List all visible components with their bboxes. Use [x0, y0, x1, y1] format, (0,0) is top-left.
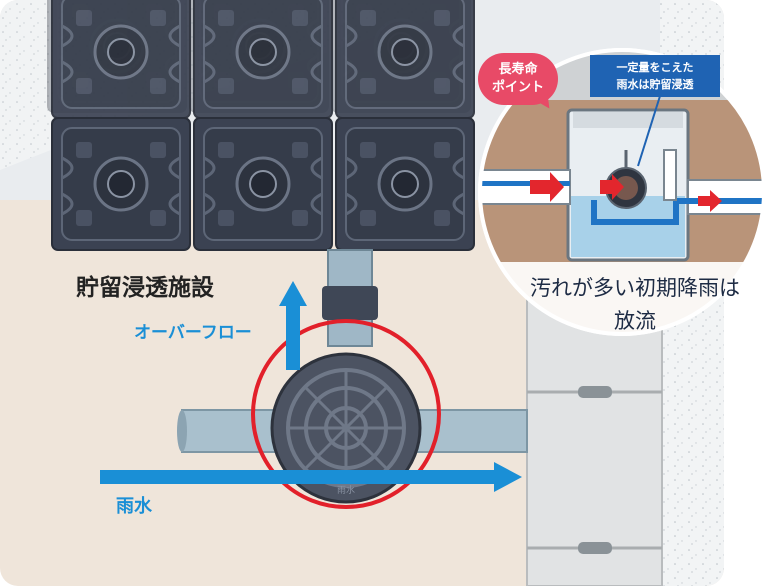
cover-mark: 雨水 [337, 484, 355, 496]
caption-line1: 汚れが多い初期降雨は [530, 276, 740, 300]
pipe-joint [322, 286, 378, 320]
badge-line2: ポイント [491, 80, 544, 95]
highlight-circle [251, 319, 441, 509]
discharge-caption: 汚れが多い初期降雨は 放流 [515, 272, 755, 338]
callout-line1: 一定量をこえた [616, 61, 694, 74]
flow-arrow-out [698, 190, 722, 212]
callout-line2: 雨水は貯留浸透 [616, 78, 694, 91]
flow-arrow-mid [600, 174, 624, 200]
storage-modules [46, 0, 476, 252]
rainwater-label: 雨水 [116, 496, 152, 517]
zoom-detail [478, 48, 766, 336]
overflow-label: オーバーフロー [134, 323, 252, 343]
flow-arrow-in [530, 172, 564, 202]
overflow-arrow [286, 304, 300, 370]
storage-callout: 一定量をこえた 雨水は貯留浸透 [590, 55, 720, 97]
gutter-slot [578, 386, 612, 398]
gutter-slot [578, 542, 612, 554]
caption-line2: 放流 [614, 309, 656, 333]
long-life-badge: 長寿命 ポイント [478, 53, 558, 105]
rainwater-arrow [100, 470, 496, 484]
facility-label: 貯留浸透施設 [76, 275, 214, 301]
badge-line1: 長寿命 [498, 62, 538, 77]
